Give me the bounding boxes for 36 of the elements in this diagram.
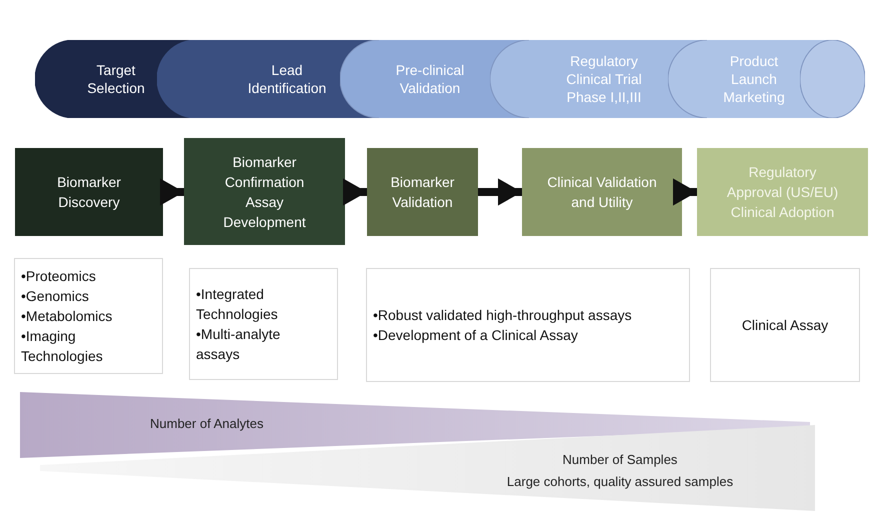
step-label: Regulatory Approval (US/EU) Clinical Adoption — [726, 163, 840, 222]
stage-pill — [340, 40, 490, 118]
arrow — [160, 178, 184, 206]
step-box — [522, 148, 682, 236]
wedge-label: Number of Samples — [562, 451, 678, 469]
arrow — [673, 178, 697, 206]
stage-pill — [668, 40, 800, 118]
step-box — [184, 138, 345, 245]
stage-label: Product Launch Marketing — [722, 52, 786, 106]
detail-box — [189, 268, 338, 380]
stage-label: Regulatory Clinical Trial Phase I,II,III — [565, 52, 643, 106]
step-label: Biomarker Confirmation Assay Development — [222, 152, 307, 232]
step-label: Biomarker Discovery — [56, 173, 122, 212]
step-box — [367, 148, 478, 236]
stage-pill — [35, 40, 157, 118]
step-label: Clinical Validation and Utility — [546, 173, 658, 212]
detail-list: •Robust validated high-throughput assays •Development of a Clinical Assay — [373, 305, 635, 345]
stage-pill — [157, 40, 340, 118]
detail-list: •Integrated Technologies •Multi-analyte assays — [196, 284, 326, 364]
stage-label: Target Selection — [86, 61, 146, 97]
step-box — [697, 148, 868, 236]
arrow — [343, 178, 367, 206]
stage-pill — [800, 40, 865, 118]
step-label: Biomarker Validation — [390, 173, 456, 212]
detail-box — [710, 268, 860, 382]
arrow — [478, 178, 522, 206]
step-box — [15, 148, 163, 236]
stage-label: Lead Identification — [246, 61, 328, 97]
wedge-label: Large cohorts, quality assured samples — [506, 473, 734, 491]
detail-box — [366, 268, 690, 382]
stage-pill — [490, 40, 668, 118]
detail-list: •Proteomics •Genomics •Metabolomics •Imaging Technologies — [21, 266, 156, 366]
detail-text: Clinical Assay — [742, 316, 828, 335]
detail-box — [14, 258, 163, 374]
stage-label: Pre-clinical Validation — [394, 61, 466, 97]
wedge-label: Number of Analytes — [150, 415, 264, 433]
